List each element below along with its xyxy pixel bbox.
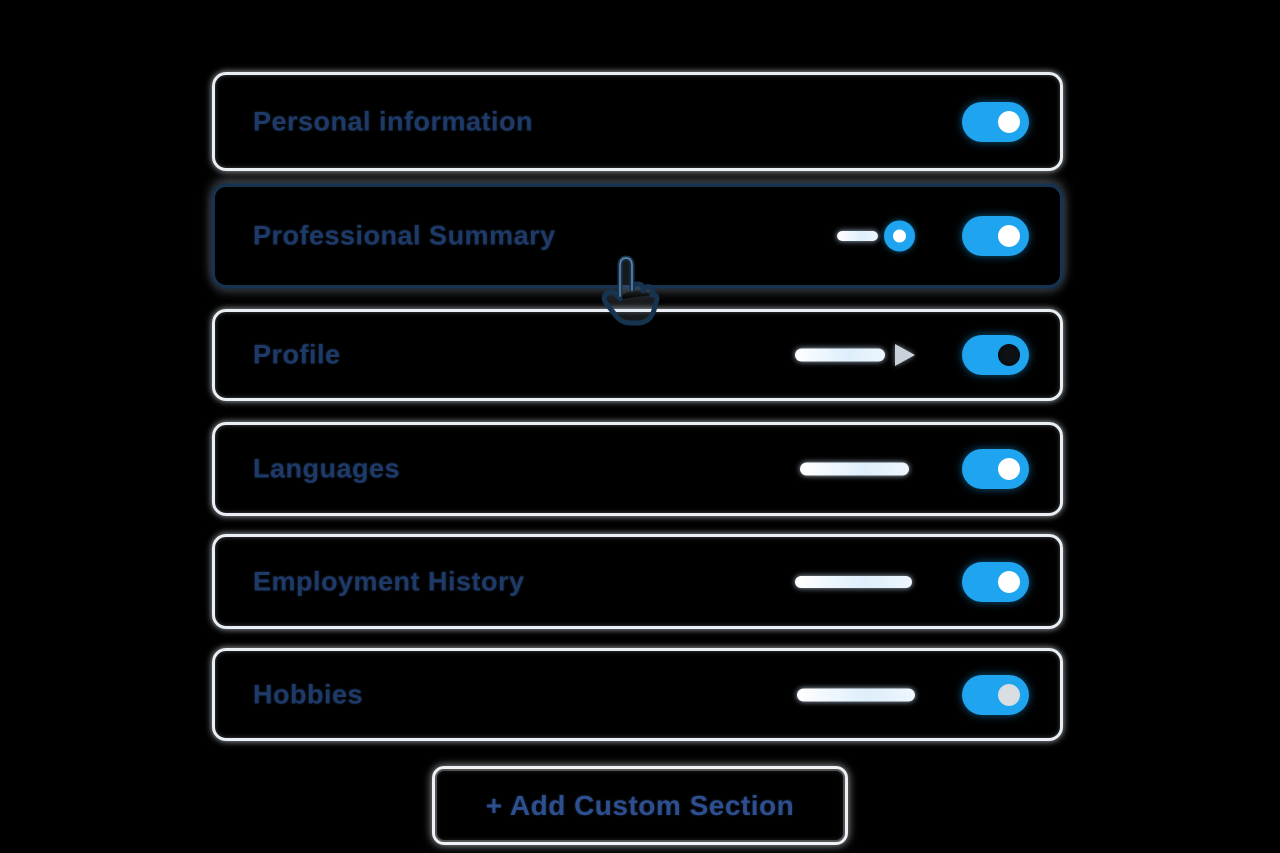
- section-label: Profile: [253, 339, 341, 370]
- section-label: Employment History: [253, 566, 525, 596]
- blurred-pill: [795, 348, 885, 362]
- radio-dot-icon: [884, 220, 915, 252]
- pointer-hand-icon: [596, 250, 660, 337]
- toggle-knob: [998, 344, 1020, 366]
- section-row-employment-history[interactable]: Employment History: [212, 534, 1063, 629]
- toggle-knob: [998, 683, 1020, 706]
- chevron-right-icon: [895, 344, 915, 366]
- toggle-switch[interactable]: [962, 335, 1029, 375]
- toggle-switch[interactable]: [962, 101, 1029, 142]
- toggle-switch[interactable]: [962, 449, 1029, 489]
- blurred-pill: [800, 462, 909, 476]
- blurred-pill: [797, 688, 915, 701]
- add-custom-section-button[interactable]: + Add Custom Section: [432, 766, 848, 845]
- toggle-knob: [998, 110, 1020, 133]
- section-label: Hobbies: [253, 679, 364, 709]
- section-row-personal-information[interactable]: Personal information: [212, 72, 1063, 171]
- toggle-knob: [998, 225, 1020, 247]
- section-label: Languages: [253, 453, 401, 484]
- toggle-switch[interactable]: [962, 216, 1029, 256]
- section-row-languages[interactable]: Languages: [212, 422, 1063, 516]
- section-row-professional-summary[interactable]: Professional Summary: [212, 184, 1063, 288]
- section-row-hobbies[interactable]: Hobbies: [212, 648, 1063, 741]
- toggle-knob: [998, 458, 1020, 480]
- section-label: Professional Summary: [253, 220, 556, 251]
- section-row-profile[interactable]: Profile: [212, 309, 1063, 401]
- toggle-knob: [998, 570, 1020, 593]
- add-custom-section-label: + Add Custom Section: [485, 789, 795, 821]
- section-label: Personal information: [253, 106, 534, 136]
- blurred-pill: [837, 231, 878, 241]
- toggle-switch[interactable]: [962, 561, 1029, 602]
- blurred-pill: [795, 575, 912, 588]
- toggle-switch[interactable]: [962, 674, 1029, 715]
